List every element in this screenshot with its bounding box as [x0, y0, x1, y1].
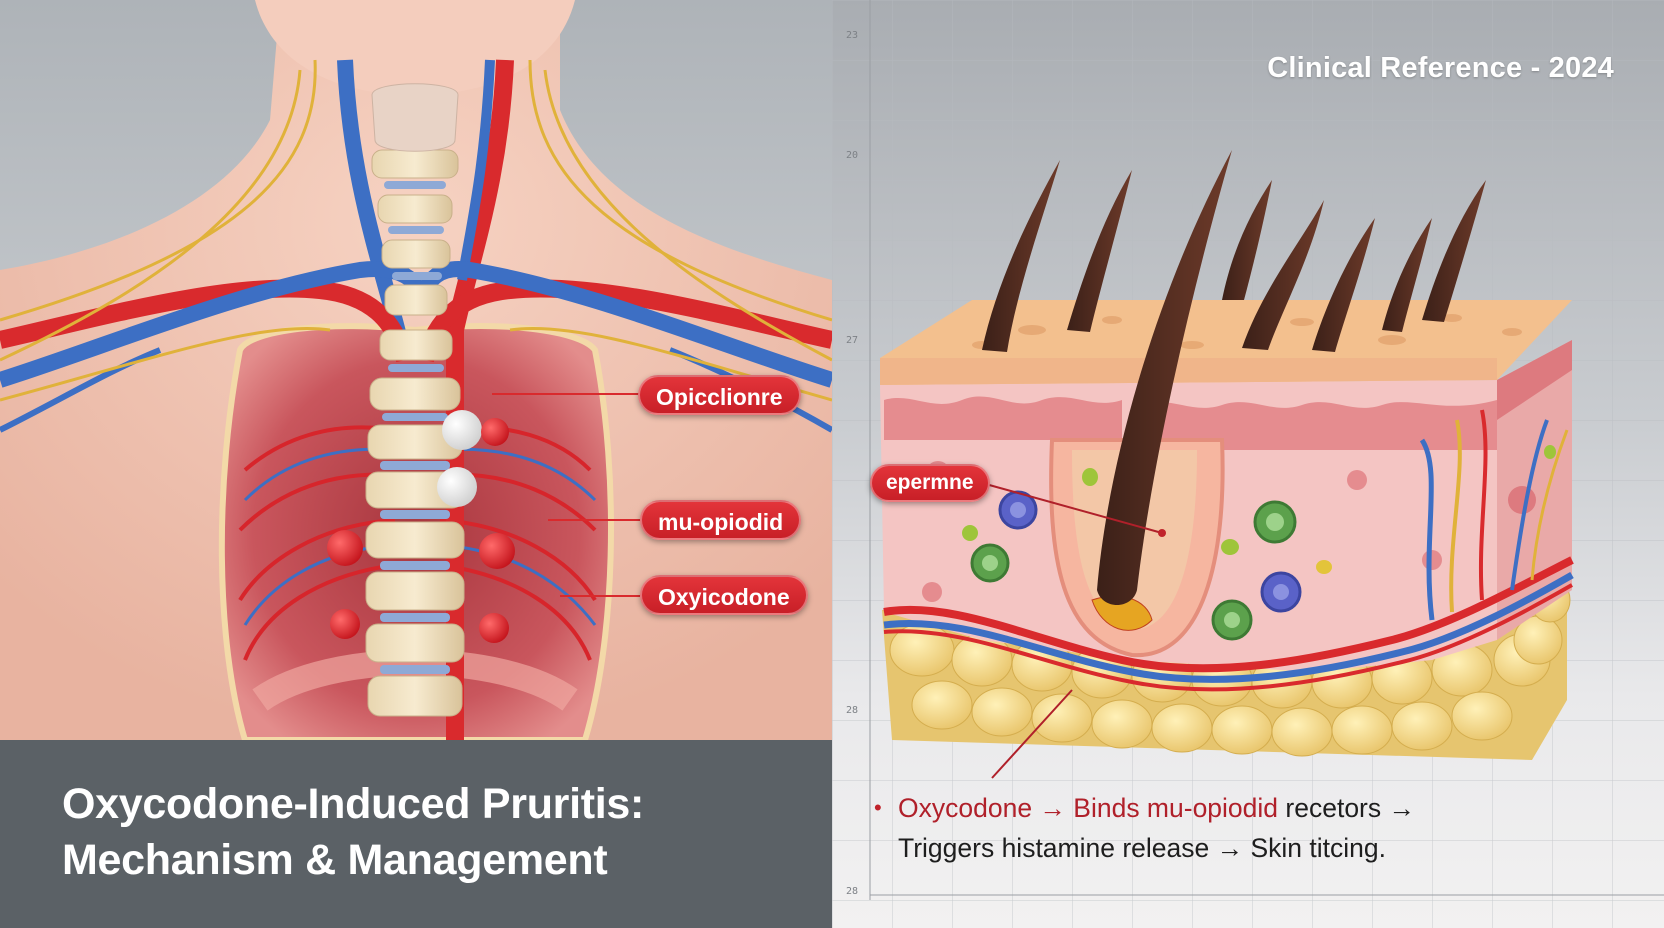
callout-mu-opioid: mu-opiodid: [640, 500, 801, 540]
caption-line-2: Triggers histamine release → Skin titcin…: [898, 828, 1415, 868]
title-line-2: Mechanism & Management: [62, 832, 832, 888]
anatomy-panel: Opicclionre mu-opiodid Oxyicodone Oxycod…: [0, 0, 832, 928]
trachea: [372, 84, 458, 152]
title-bar: Oxycodone-Induced Pruritis: Mechanism & …: [0, 740, 832, 928]
mechanism-caption: • Oxycodone → Binds mu-opiodid recetors …: [898, 788, 1415, 868]
title-line-1: Oxycodone-Induced Pruritis:: [62, 776, 832, 832]
skin-panel: Clinical Reference - 2024 23 20 27 28 28…: [832, 0, 1664, 928]
caption-line-1-highlight: Oxycodone → Binds mu-opiodid: [898, 793, 1278, 823]
callout-upper: Opicclionre: [638, 375, 801, 415]
axis-tick-4: 28: [846, 705, 858, 716]
axis-tick-5: 28: [846, 886, 858, 897]
axis-tick-1: 23: [846, 30, 858, 41]
clinical-reference-label: Clinical Reference - 2024: [1267, 52, 1614, 85]
caption-bullet: •: [874, 788, 882, 828]
caption-line-1-rest: recetors →: [1278, 793, 1415, 823]
axis-tick-2: 20: [846, 150, 858, 161]
caption-line-1: Oxycodone → Binds mu-opiodid recetors →: [898, 788, 1415, 828]
axis-tick-3: 27: [846, 335, 858, 346]
callout-epidermis: epermne: [870, 464, 990, 502]
thorax-illustration: [0, 0, 832, 740]
callout-oxycodone: Oxyicodone: [640, 575, 808, 615]
